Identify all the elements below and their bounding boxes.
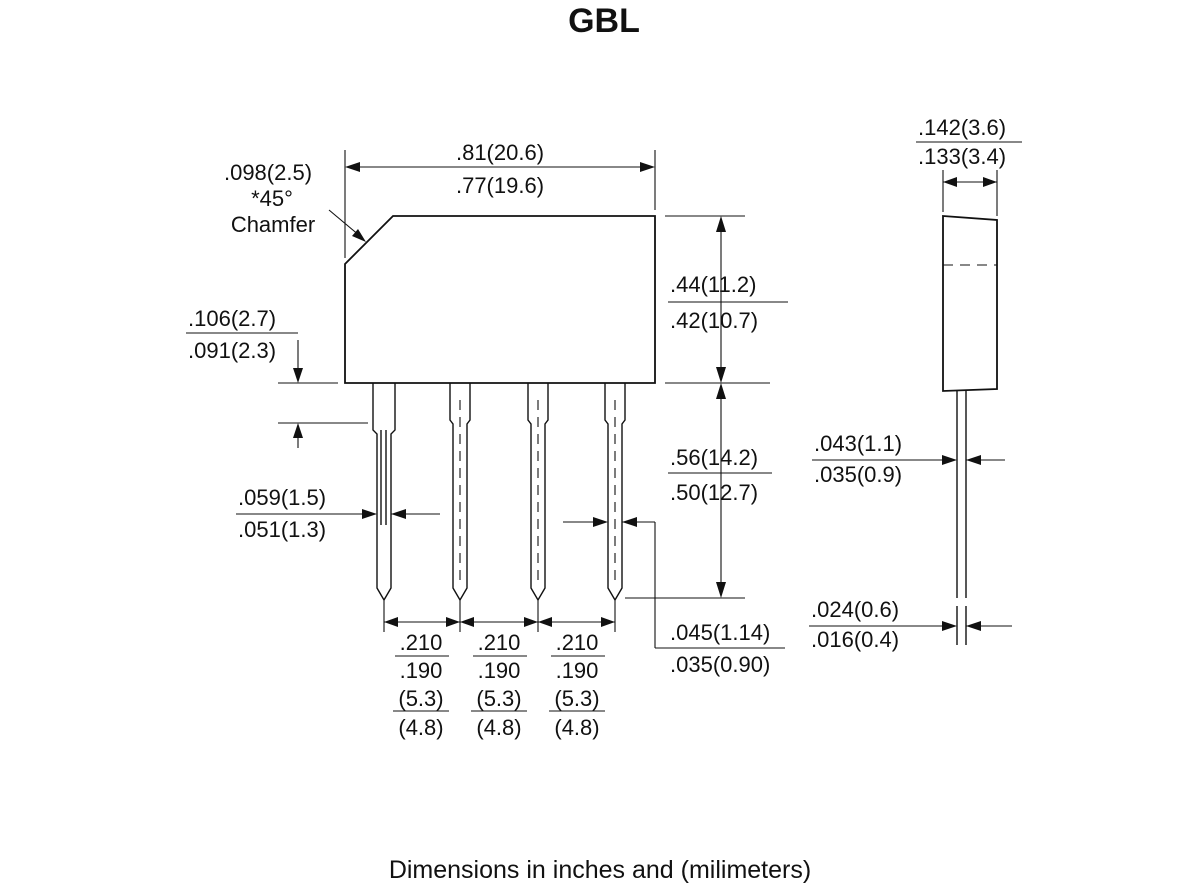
side-lead-width-dimension: .043(1.1) .035(0.9) xyxy=(812,431,1005,487)
body-height-dimension: .44(11.2) .42(10.7) xyxy=(665,215,788,384)
pitch-in-min: .190 xyxy=(478,658,521,683)
pitch-mm-max: (5.3) xyxy=(476,686,521,711)
package-title: GBL xyxy=(568,2,640,40)
shoulder-max-label: .106(2.7) xyxy=(188,306,276,331)
pitch-mm-max: (5.3) xyxy=(398,686,443,711)
pitch-in-min: .190 xyxy=(400,658,443,683)
pitch-1-label: .210 .190 (5.3) (4.8) xyxy=(393,630,449,740)
lead-height-dimension: .56(14.2) .50(12.7) xyxy=(625,383,772,599)
body-height-min-label: .42(10.7) xyxy=(670,308,758,333)
side-view-body xyxy=(942,215,998,392)
pitch-in-max: .210 xyxy=(400,630,443,655)
lead-4 xyxy=(604,383,626,602)
lead-width-min-label: .051(1.3) xyxy=(238,517,326,542)
lead-tip-min-label: .035(0.90) xyxy=(670,652,770,677)
lead-3 xyxy=(527,383,549,602)
lead-height-max-label: .56(14.2) xyxy=(670,445,758,470)
package-body xyxy=(344,215,656,384)
chamfer-callout: .098(2.5) *45° Chamfer xyxy=(224,160,366,242)
pitch-2-label: .210 .190 (5.3) (4.8) xyxy=(471,630,527,740)
pitch-3-label: .210 .190 (5.3) (4.8) xyxy=(549,630,605,740)
side-lead-thickness-dimension: .024(0.6) .016(0.4) xyxy=(809,597,1012,652)
lead-tip-max-label: .045(1.14) xyxy=(670,620,770,645)
side-lead-width-min-label: .035(0.9) xyxy=(814,462,902,487)
width-min-label: .77(19.6) xyxy=(456,173,544,198)
lead-width-max-label: .059(1.5) xyxy=(238,485,326,510)
width-dimension: .81(20.6) .77(19.6) xyxy=(344,140,656,258)
thickness-min-label: .133(3.4) xyxy=(918,144,1006,169)
pitch-dimension-chain xyxy=(383,600,616,632)
thickness-dimension: .142(3.6) .133(3.4) xyxy=(916,115,1022,216)
lead-1 xyxy=(372,383,396,602)
pitch-mm-min: (4.8) xyxy=(398,715,443,740)
body-height-max-label: .44(11.2) xyxy=(670,272,756,297)
chamfer-angle-label: *45° xyxy=(251,186,293,211)
chamfer-label: Chamfer xyxy=(231,212,315,237)
shoulder-min-label: .091(2.3) xyxy=(188,338,276,363)
lead-tip-dimension: .045(1.14) .035(0.90) xyxy=(563,517,785,677)
pitch-in-max: .210 xyxy=(478,630,521,655)
pitch-in-min: .190 xyxy=(556,658,599,683)
chamfer-size-label: .098(2.5) xyxy=(224,160,312,185)
lead-width-dimension: .059(1.5) .051(1.3) xyxy=(236,485,440,542)
lead-2 xyxy=(449,383,471,602)
side-view xyxy=(942,215,998,645)
side-lead-thickness-min-label: .016(0.4) xyxy=(811,627,899,652)
width-max-label: .81(20.6) xyxy=(456,140,544,165)
pitch-mm-max: (5.3) xyxy=(554,686,599,711)
thickness-max-label: .142(3.6) xyxy=(918,115,1006,140)
pitch-in-max: .210 xyxy=(556,630,599,655)
shoulder-dimension: .106(2.7) .091(2.3) xyxy=(186,306,368,448)
pitch-mm-min: (4.8) xyxy=(476,715,521,740)
side-lead-width-max-label: .043(1.1) xyxy=(814,431,902,456)
side-lead-thickness-max-label: .024(0.6) xyxy=(811,597,899,622)
lead-height-min-label: .50(12.7) xyxy=(670,480,758,505)
units-caption: Dimensions in inches and (milimeters) xyxy=(389,856,811,884)
pitch-mm-min: (4.8) xyxy=(554,715,599,740)
